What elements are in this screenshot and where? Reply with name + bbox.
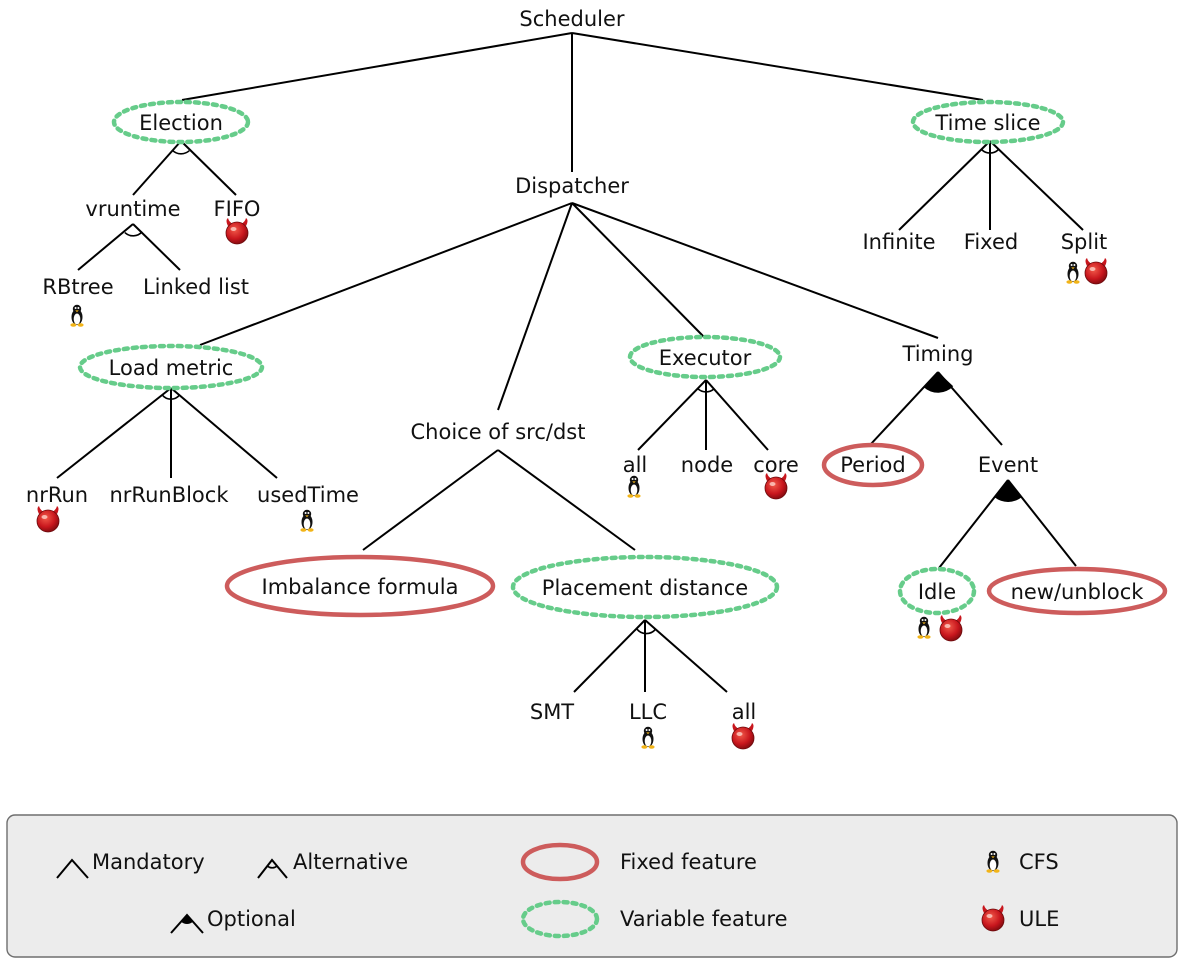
- node-smt: SMT: [530, 700, 574, 724]
- legend-panel: [6, 814, 1178, 958]
- node-election: Election: [139, 111, 223, 135]
- node-llc: LLC: [629, 700, 667, 724]
- node-time-slice: Time slice: [934, 111, 1040, 135]
- freebsd-daemon-icon: [36, 505, 60, 533]
- node-fixed: Fixed: [964, 230, 1018, 254]
- node-nrrun: nrRun: [26, 483, 88, 507]
- tux-penguin-icon: [1066, 261, 1080, 284]
- legend-optional: Optional: [207, 907, 296, 931]
- fixed-feature-ring: [224, 554, 496, 618]
- node-executor: Executor: [659, 346, 752, 370]
- node-new-unblock: new/unblock: [1011, 580, 1145, 604]
- legend-ule: ULE: [1019, 907, 1059, 931]
- feature-rings: [77, 99, 1168, 620]
- freebsd-daemon-icon: [981, 904, 1005, 932]
- optional-fills: [923, 372, 1022, 502]
- variable-feature-ring: [111, 99, 251, 145]
- node-labels: Scheduler Election vruntime FIFO RBtree …: [26, 7, 1144, 724]
- node-infinite: Infinite: [862, 230, 935, 254]
- freebsd-daemon-icon: [764, 472, 788, 500]
- legend: Mandatory Alternative Optional Fixed fea…: [6, 814, 1178, 958]
- node-vruntime: vruntime: [85, 197, 180, 221]
- node-choice-of-src-dst: Choice of src/dst: [411, 420, 586, 444]
- variable-feature-ring: [897, 566, 977, 616]
- legend-variable-feature: Variable feature: [620, 907, 788, 931]
- node-event: Event: [978, 453, 1038, 477]
- tux-penguin-icon: [70, 304, 84, 327]
- node-fifo: FIFO: [214, 197, 261, 221]
- node-timing: Timing: [902, 342, 974, 366]
- node-rbtree: RBtree: [42, 275, 113, 299]
- legend-fixed-feature: Fixed feature: [620, 850, 757, 874]
- tux-penguin-icon: [917, 616, 931, 639]
- freebsd-daemon-icon: [225, 217, 249, 245]
- edges: [56, 32, 1084, 693]
- node-period: Period: [840, 453, 905, 477]
- alternative-legend-icon: [257, 858, 288, 879]
- tux-penguin-icon: [300, 509, 314, 532]
- fixed-feature-ring: [986, 566, 1168, 616]
- alternative-arcs: [124, 148, 1000, 635]
- node-placement-distance: Placement distance: [542, 576, 748, 600]
- optional-legend-icon: [170, 913, 204, 934]
- node-all-placement: all: [732, 700, 757, 724]
- legend-alternative: Alternative: [293, 850, 408, 874]
- node-dispatcher: Dispatcher: [515, 174, 629, 198]
- legend-cfs: CFS: [1019, 850, 1059, 874]
- node-load-metric: Load metric: [109, 356, 234, 380]
- node-scheduler: Scheduler: [519, 7, 624, 31]
- node-linked-list: Linked list: [143, 275, 249, 299]
- mandatory-legend-icon: [56, 858, 89, 879]
- node-imbalance-formula: Imbalance formula: [262, 575, 459, 599]
- variable-feature-legend-ring: [520, 899, 600, 939]
- variable-feature-ring: [77, 343, 265, 391]
- variable-feature-ring: [910, 99, 1066, 145]
- node-core: core: [753, 453, 799, 477]
- freebsd-daemon-icon: [731, 722, 755, 750]
- variable-feature-ring: [627, 334, 783, 380]
- node-idle: Idle: [918, 580, 956, 604]
- node-nrrunblock: nrRunBlock: [109, 483, 229, 507]
- freebsd-daemon-icon: [1084, 257, 1108, 285]
- node-node: node: [681, 453, 733, 477]
- node-all-executor: all: [623, 453, 648, 477]
- fixed-feature-ring: [821, 442, 925, 488]
- tux-penguin-icon: [641, 726, 655, 749]
- node-split: Split: [1061, 230, 1108, 254]
- node-usedtime: usedTime: [257, 483, 359, 507]
- fixed-feature-legend-ring: [520, 842, 600, 882]
- tux-penguin-icon: [627, 475, 641, 498]
- legend-mandatory: Mandatory: [92, 850, 205, 874]
- freebsd-daemon-icon: [939, 614, 963, 642]
- variable-feature-ring: [510, 554, 780, 620]
